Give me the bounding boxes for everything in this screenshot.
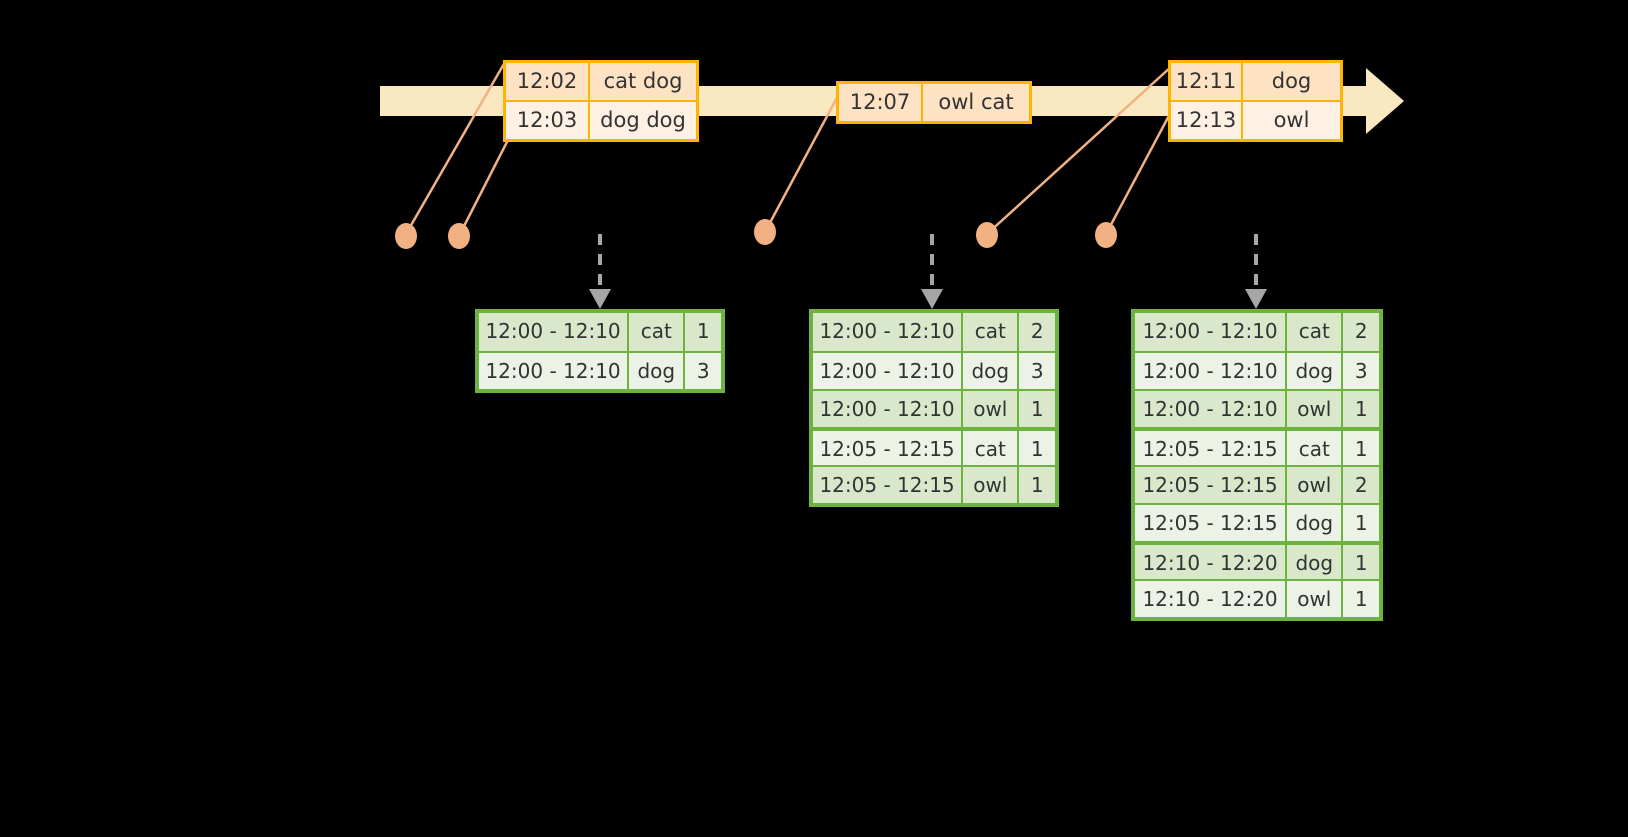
event-time: 12:07: [839, 84, 923, 121]
window-cell: 12:00 - 12:10: [479, 313, 628, 351]
result-table-2: 12:00 - 12:10 cat 2 12:00 - 12:10 dog 3 …: [809, 309, 1059, 507]
window-cell: 12:00 - 12:10: [479, 353, 628, 389]
key-cell: dog: [1285, 545, 1342, 579]
window-cell: 12:00 - 12:10: [813, 313, 962, 351]
window-cell: 12:05 - 12:15: [813, 467, 962, 503]
key-cell: dog: [1285, 505, 1342, 541]
key-cell: owl: [1285, 391, 1342, 427]
count-cell: 1: [1341, 505, 1380, 541]
event-markers: [395, 219, 1117, 249]
count-cell: 3: [683, 353, 721, 389]
window-cell: 12:10 - 12:20: [1135, 581, 1286, 617]
window-cell: 12:00 - 12:10: [813, 391, 962, 427]
window-cell: 12:05 - 12:15: [1135, 505, 1286, 541]
table-row: 12:00 - 12:10 cat 2: [813, 313, 1055, 351]
count-cell: 1: [683, 313, 721, 351]
count-cell: 1: [1341, 545, 1380, 579]
key-cell: cat: [627, 313, 684, 351]
event-group-1: 12:02 cat dog 12:03 dog dog: [503, 60, 699, 142]
table-row: 12:05 - 12:15 owl 2: [1135, 465, 1380, 503]
event-group-3: 12:11 dog 12:13 owl: [1168, 60, 1343, 142]
count-cell: 2: [1017, 313, 1055, 351]
table-row: 12:10 - 12:20 owl 1: [1135, 579, 1380, 617]
result-table-3: 12:00 - 12:10 cat 2 12:00 - 12:10 dog 3 …: [1131, 309, 1383, 621]
key-cell: dog: [627, 353, 684, 389]
event-value: dog dog: [600, 108, 686, 132]
table-row: 12:00 - 12:10 dog 3: [813, 351, 1055, 389]
event-value: owl: [1273, 108, 1310, 132]
table-row: 12:00 - 12:10 owl 1: [813, 389, 1055, 427]
table-row: 12:05 - 12:15 cat 1: [813, 427, 1055, 465]
window-cell: 12:00 - 12:10: [813, 353, 962, 389]
key-cell: dog: [1285, 353, 1342, 389]
key-cell: cat: [961, 313, 1018, 351]
count-cell: 1: [1341, 431, 1380, 465]
window-cell: 12:05 - 12:15: [1135, 431, 1286, 465]
count-cell: 3: [1341, 353, 1380, 389]
flow-arrowheads: [589, 289, 1267, 309]
table-row: 12:00 - 12:10 dog 3: [1135, 351, 1380, 389]
window-cell: 12:00 - 12:10: [1135, 313, 1286, 351]
table-row: 12:05 - 12:15 owl 1: [813, 465, 1055, 503]
key-cell: owl: [1285, 581, 1342, 617]
count-cell: 3: [1017, 353, 1055, 389]
event-time: 12:03: [506, 102, 590, 139]
event-row: 12:11 dog: [1171, 63, 1340, 100]
table-row: 12:00 - 12:10 owl 1: [1135, 389, 1380, 427]
key-cell: cat: [961, 431, 1018, 465]
event-value: dog: [1271, 69, 1312, 93]
count-cell: 1: [1341, 581, 1380, 617]
event-row: 12:03 dog dog: [506, 100, 696, 139]
window-cell: 12:00 - 12:10: [1135, 391, 1286, 427]
key-cell: owl: [961, 467, 1018, 503]
event-row: 12:02 cat dog: [506, 63, 696, 100]
count-cell: 1: [1017, 431, 1055, 465]
count-cell: 1: [1341, 391, 1380, 427]
result-table-1: 12:00 - 12:10 cat 1 12:00 - 12:10 dog 3: [475, 309, 725, 393]
key-cell: owl: [961, 391, 1018, 427]
table-row: 12:05 - 12:15 cat 1: [1135, 427, 1380, 465]
table-row: 12:00 - 12:10 dog 3: [479, 351, 721, 389]
count-cell: 1: [1017, 467, 1055, 503]
count-cell: 1: [1017, 391, 1055, 427]
key-cell: cat: [1285, 431, 1342, 465]
count-cell: 2: [1341, 467, 1380, 503]
window-cell: 12:00 - 12:10: [1135, 353, 1286, 389]
event-value: cat dog: [603, 69, 683, 93]
key-cell: cat: [1285, 313, 1342, 351]
event-row: 12:13 owl: [1171, 100, 1340, 139]
event-time: 12:11: [1171, 63, 1243, 100]
count-cell: 2: [1341, 313, 1380, 351]
event-time: 12:13: [1171, 102, 1243, 139]
window-cell: 12:05 - 12:15: [813, 431, 962, 465]
event-group-2: 12:07 owl cat: [836, 81, 1032, 124]
flow-arrows: [598, 234, 1258, 289]
window-cell: 12:10 - 12:20: [1135, 545, 1286, 579]
event-time: 12:02: [506, 63, 590, 100]
table-row: 12:00 - 12:10 cat 1: [479, 313, 721, 351]
table-row: 12:00 - 12:10 cat 2: [1135, 313, 1380, 351]
event-value: owl cat: [938, 90, 1014, 114]
key-cell: owl: [1285, 467, 1342, 503]
window-cell: 12:05 - 12:15: [1135, 467, 1286, 503]
event-row: 12:07 owl cat: [839, 84, 1029, 121]
table-row: 12:05 - 12:15 dog 1: [1135, 503, 1380, 541]
key-cell: dog: [961, 353, 1018, 389]
table-row: 12:10 - 12:20 dog 1: [1135, 541, 1380, 579]
